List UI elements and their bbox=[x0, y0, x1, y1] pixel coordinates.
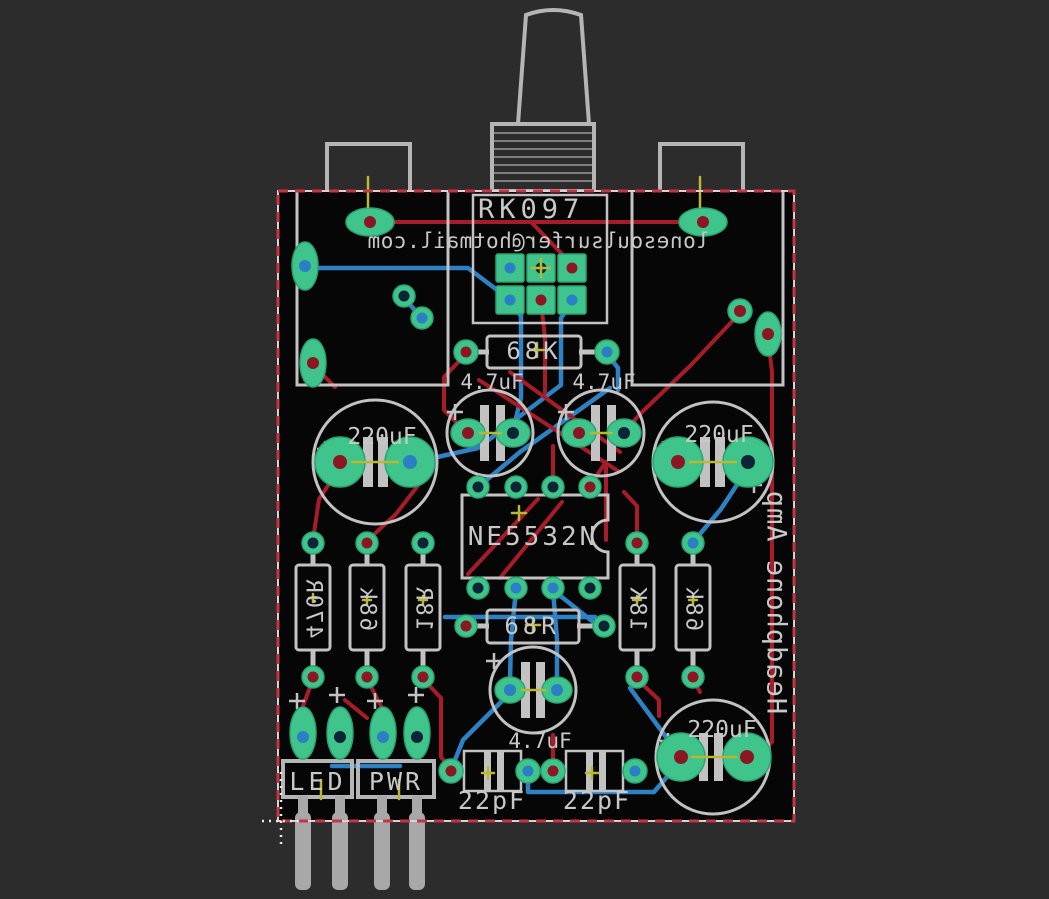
cap-power-left-label: 220uF bbox=[347, 424, 416, 450]
conn-led-label: LED bbox=[289, 767, 346, 796]
pad bbox=[622, 758, 648, 784]
pad bbox=[345, 207, 395, 237]
cap-22pf-right-label: 22pF bbox=[563, 786, 631, 815]
pad bbox=[291, 241, 319, 291]
pad bbox=[314, 436, 366, 488]
pad bbox=[561, 418, 597, 448]
pads[interactable] bbox=[289, 207, 782, 784]
silkscreen-labels: RK097 lonesoulsurfer@hotmail.com 68K 4.7… bbox=[289, 194, 791, 815]
jack-body-right[interactable] bbox=[658, 142, 745, 192]
pad bbox=[540, 758, 566, 784]
r-68k-left-label: 68k bbox=[355, 585, 380, 631]
pad bbox=[453, 339, 479, 365]
email-silkscreen: lonesoulsurfer@hotmail.com bbox=[367, 229, 709, 253]
cap-22pf-left-label: 22pF bbox=[458, 786, 526, 815]
potentiometer-pads bbox=[495, 253, 587, 315]
r-18r-label: 18R bbox=[411, 585, 436, 631]
cap-in-right-label: 4.7uF bbox=[572, 370, 635, 394]
header-pads bbox=[289, 706, 431, 760]
pad bbox=[722, 732, 772, 782]
pad bbox=[410, 306, 434, 330]
resistor-pads bbox=[301, 531, 705, 689]
opamp-label: NE5532N bbox=[468, 522, 599, 552]
cap-power-bottom-label: 220uF bbox=[687, 717, 756, 743]
pad bbox=[754, 311, 782, 357]
pad bbox=[438, 758, 464, 784]
header-pins[interactable] bbox=[295, 796, 425, 890]
pad bbox=[299, 338, 327, 388]
cap-in-left-label: 4.7uF bbox=[460, 370, 523, 394]
pad bbox=[515, 758, 541, 784]
pad bbox=[592, 614, 616, 638]
pot-label: RK097 bbox=[478, 194, 584, 225]
r-18k-label: 18K bbox=[625, 585, 650, 631]
pad bbox=[652, 436, 704, 488]
pad bbox=[678, 207, 728, 237]
pad bbox=[494, 676, 526, 704]
r-470r-label: 470R bbox=[301, 578, 326, 639]
opamp-pads bbox=[466, 475, 602, 600]
pad bbox=[392, 284, 416, 308]
pad bbox=[656, 732, 706, 782]
jack-body-left[interactable] bbox=[325, 142, 412, 192]
pad bbox=[454, 614, 478, 638]
pad bbox=[541, 676, 573, 704]
cap-mid-label: 4.7uF bbox=[508, 729, 571, 753]
pad bbox=[727, 298, 753, 324]
board-name-silkscreen: Headphone Amp bbox=[761, 490, 792, 714]
pad bbox=[606, 418, 642, 448]
cap-power-right-label: 220uF bbox=[684, 422, 753, 448]
conn-pwr-label: PWR bbox=[369, 767, 423, 796]
pad bbox=[594, 339, 620, 365]
origin-marker bbox=[262, 772, 304, 845]
r-68k-right-label: 68k bbox=[681, 585, 706, 631]
r-top-label: 68K bbox=[506, 337, 561, 365]
board-outline bbox=[276, 189, 796, 823]
pad bbox=[384, 436, 436, 488]
r-mid-label: 68R bbox=[504, 612, 559, 640]
